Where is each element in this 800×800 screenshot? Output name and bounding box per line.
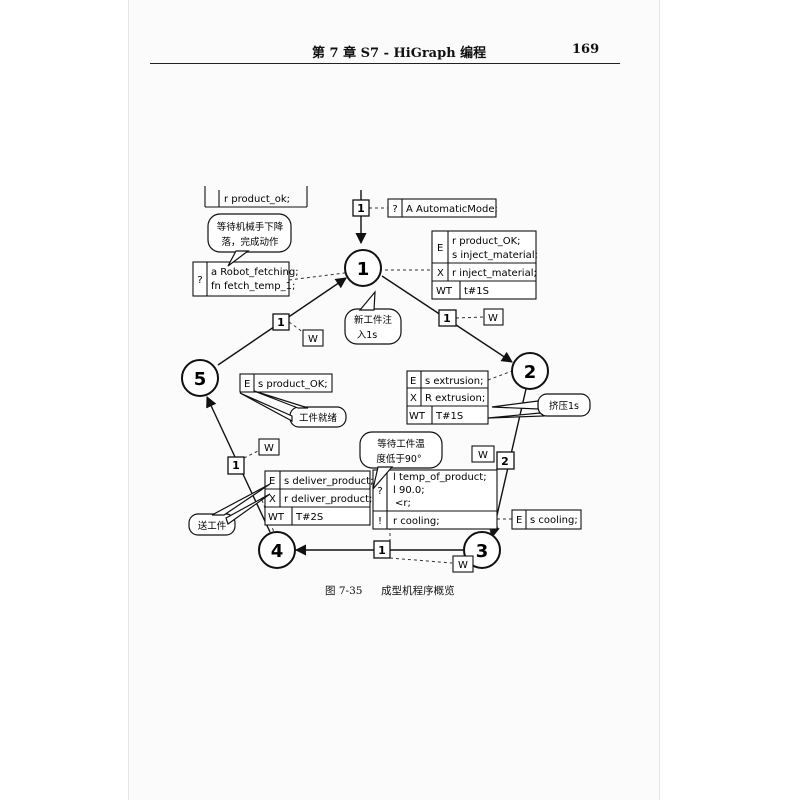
wait-w-5-1: W <box>308 334 318 345</box>
state2-row1-instr: s extrusion; <box>425 376 483 387</box>
state2-row2-instr: R extrusion; <box>425 393 485 404</box>
state5-row1-type: E <box>244 379 250 390</box>
state1-row1-instr1: r product_OK; <box>452 236 521 247</box>
state2-row3-type: WT <box>409 411 426 422</box>
any-to-1-cond-type: ? <box>392 204 397 215</box>
header-rule <box>150 63 620 64</box>
state1-row3-type: WT <box>436 286 453 297</box>
state-5-label: 5 <box>194 369 207 390</box>
transition-4-5-priority: 1 <box>232 459 240 472</box>
state1-row2-type: X <box>437 268 444 279</box>
state1-row2-instr: r inject_material; <box>452 268 537 279</box>
state4-row1-instr: s deliver_product; <box>284 476 373 487</box>
callout-c6-line1: 送工件 <box>198 520 227 532</box>
transition-3-4-priority: 1 <box>378 544 386 557</box>
state4-row3-instr: T#2S <box>295 512 323 523</box>
callout-c5-line1: 等待工件温 <box>377 438 425 450</box>
state1-row1-instr2: s inject_material; <box>452 250 538 261</box>
transition-2-3-priority: 2 <box>501 455 509 468</box>
figure-caption-number: 图 7-35 <box>325 585 363 597</box>
state2-action-table <box>406 370 489 425</box>
top-left-fragment-text: r product_ok; <box>224 194 290 205</box>
state1-action-table <box>431 230 537 300</box>
state1-row1-type: E <box>437 243 443 254</box>
state-1-circle <box>344 249 382 287</box>
state3-row1-instr: s cooling; <box>530 515 578 526</box>
figure-caption-text: 成型机程序概览 <box>381 585 455 597</box>
callout-c5-line2: 度低于90° <box>376 453 421 465</box>
cond-3-4-row1-instr2: l 90.0; <box>393 485 425 496</box>
cond-3-4-row2-type: ! <box>378 516 382 527</box>
callout-c2-line2: 入1s <box>357 330 378 341</box>
state3-action-table <box>511 509 582 530</box>
state-2-label: 2 <box>524 362 537 383</box>
state-1-label: 1 <box>357 259 370 280</box>
state-5-circle <box>181 359 219 397</box>
callout-c2-line1: 新工件注 <box>354 314 393 326</box>
state2-row2-type: X <box>410 393 417 404</box>
cond-3-4-table <box>372 469 498 530</box>
callout-c6 <box>188 513 236 536</box>
cond-5-1-type: ? <box>197 275 202 286</box>
state2-row1-type: E <box>410 376 416 387</box>
state4-row3-type: WT <box>268 512 285 523</box>
state3-row1-type: E <box>516 515 522 526</box>
cond-3-4-row1-type: ? <box>377 486 382 497</box>
wait-w-1-2: W <box>488 313 498 324</box>
state2-row3-instr: T#1S <box>435 411 463 422</box>
state-circles <box>181 249 549 569</box>
transition-5-1-priority: 1 <box>277 316 285 329</box>
cond-3-4-row1-instr3: <r; <box>395 498 411 509</box>
wait-w-4-5: W <box>264 443 274 454</box>
figure-caption: 图 7-35 成型机程序概览 <box>325 583 455 598</box>
cond-5-1-table <box>192 261 290 297</box>
top-left-fragment <box>204 186 308 208</box>
callout-c1-line2: 落，完成动作 <box>221 236 279 248</box>
callout-c1-line1: 等待机械手下降 <box>217 221 284 233</box>
callout-c1 <box>207 213 292 253</box>
state1-row3-instr: t#1S <box>464 286 489 297</box>
wait-w-3-4: W <box>458 560 468 571</box>
page-number: 169 <box>572 42 600 57</box>
callout-c4-line1: 工件就绪 <box>299 412 338 424</box>
transition-any-1-priority: 1 <box>357 202 365 215</box>
callout-c5 <box>359 431 443 469</box>
cond-5-1-instr2: fn fetch_temp_1; <box>211 281 295 292</box>
cond-3-4-row1-instr1: l temp_of_product; <box>393 472 487 483</box>
state-2-circle <box>511 352 549 390</box>
cond-3-4-row2-instr: r cooling; <box>393 516 440 527</box>
state5-action-table <box>239 373 333 393</box>
cond-5-1-instr1: a Robot_fetching; <box>211 267 299 278</box>
state-3-label: 3 <box>476 541 489 562</box>
callout-c3-line1: 挤压1s <box>549 400 579 412</box>
state4-row2-instr: r deliver_product; <box>284 494 372 505</box>
any-to-1-cond-instr: A AutomaticMode; <box>406 204 498 215</box>
state-4-label: 4 <box>271 541 284 562</box>
chapter-header: 第 7 章 S7 - HiGraph 编程 <box>312 46 487 61</box>
state-4-circle <box>258 531 296 569</box>
state4-row2-type: X <box>269 494 276 505</box>
transition-1-2-priority: 1 <box>443 312 451 325</box>
state5-row1-instr: s product_OK; <box>258 379 328 390</box>
state4-row1-type: E <box>269 476 275 487</box>
wait-w-2-3: W <box>478 450 488 461</box>
